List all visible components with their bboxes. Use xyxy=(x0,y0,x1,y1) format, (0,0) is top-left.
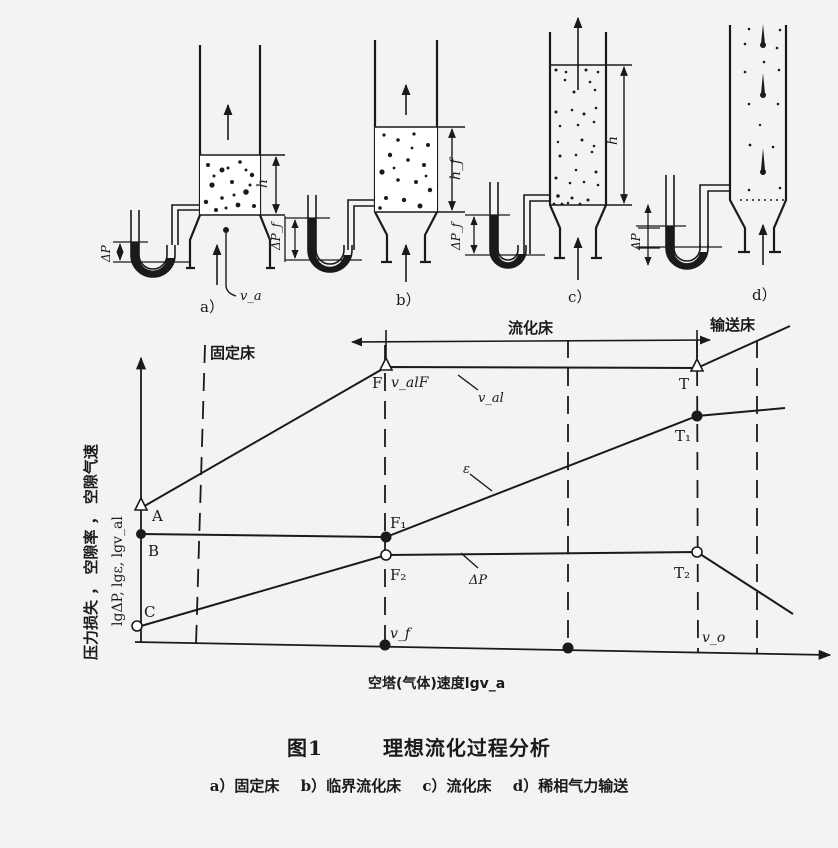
velocity-label-a: v_a xyxy=(240,289,262,304)
pressure-drop-a: ΔP_f xyxy=(269,220,283,251)
panel-c-fluidized-bed xyxy=(465,16,660,280)
subtitle-c: c）流化床 xyxy=(422,777,492,795)
chart-labels: 固定床 流化床 输送床 压力损失 ， 空隙率 ， 空隙气速 lgΔP, lgε,… xyxy=(82,316,756,692)
label-delta-p: ΔP xyxy=(468,573,487,588)
point-A: A xyxy=(151,507,163,525)
bed-height-b: h_f xyxy=(448,156,464,180)
y-axis-label-cn: 压力损失 ， 空隙率 ， 空隙气速 xyxy=(82,444,100,660)
label-epsilon: ε xyxy=(463,462,470,477)
region-arrow-fluidized xyxy=(350,330,712,360)
x-axis-label: 空塔(气体)速度lgv_a xyxy=(368,675,505,692)
subtitle-b: b）临界流化床 xyxy=(300,777,402,795)
region-dividers xyxy=(195,339,758,653)
curve-v-al xyxy=(140,325,791,509)
pressure-drop-c: ΔP xyxy=(629,232,643,251)
subtitle-d: d）稀相气力输送 xyxy=(512,777,629,795)
figure-caption-subtitles: a）固定床 b）临界流化床 c）流化床 d）稀相气力输送 xyxy=(0,775,838,796)
point-B: B xyxy=(148,542,159,560)
marker-v-f: v_f xyxy=(390,626,413,642)
subtitle-a: a）固定床 xyxy=(209,777,280,795)
point-F1: F₁ xyxy=(390,514,406,532)
pressure-drop-b: ΔP_f xyxy=(449,220,463,251)
label-v-alF: v_alF xyxy=(391,375,430,391)
panel-d-label: d） xyxy=(752,286,777,304)
figure-caption-title: 图1 理想流化过程分析 xyxy=(0,732,838,761)
panel-b-critical-fluidized-bed xyxy=(284,40,465,282)
region-fluidized-bed: 流化床 xyxy=(508,319,554,337)
panel-d-dilute-transport xyxy=(636,24,788,270)
curve-delta-p xyxy=(140,550,794,627)
panel-a-fixed-bed xyxy=(113,45,285,297)
point-T: T xyxy=(679,375,689,393)
region-transport-bed: 输送床 xyxy=(710,316,756,334)
figure-title: 理想流化过程分析 xyxy=(382,736,551,760)
point-T1: T₁ xyxy=(675,427,691,445)
label-v-al: v_al xyxy=(478,391,504,406)
marker-v-o: v_o xyxy=(702,630,725,646)
panel-a-label: a） xyxy=(200,298,224,316)
apparatus-labels: a） b） c） d） h h_f h ΔP ΔP_f ΔP_f ΔP v_a xyxy=(99,136,777,316)
point-F: F xyxy=(372,374,382,392)
point-markers xyxy=(131,356,705,654)
bed-height-c: h xyxy=(605,136,621,145)
point-T2: T₂ xyxy=(674,564,690,582)
point-C: C xyxy=(144,603,155,621)
curve-epsilon xyxy=(140,407,786,539)
bed-height-a: h xyxy=(255,179,271,188)
y-axis-label-math: lgΔP, lgε, lgv_al xyxy=(110,516,126,626)
figure-number: 图1 xyxy=(287,736,323,760)
region-fixed-bed: 固定床 xyxy=(210,344,256,362)
panel-b-label: b） xyxy=(396,291,421,309)
point-F2: F₂ xyxy=(390,566,406,584)
manometer-dp-a: ΔP xyxy=(99,244,113,263)
panel-c-label: c） xyxy=(568,288,591,306)
